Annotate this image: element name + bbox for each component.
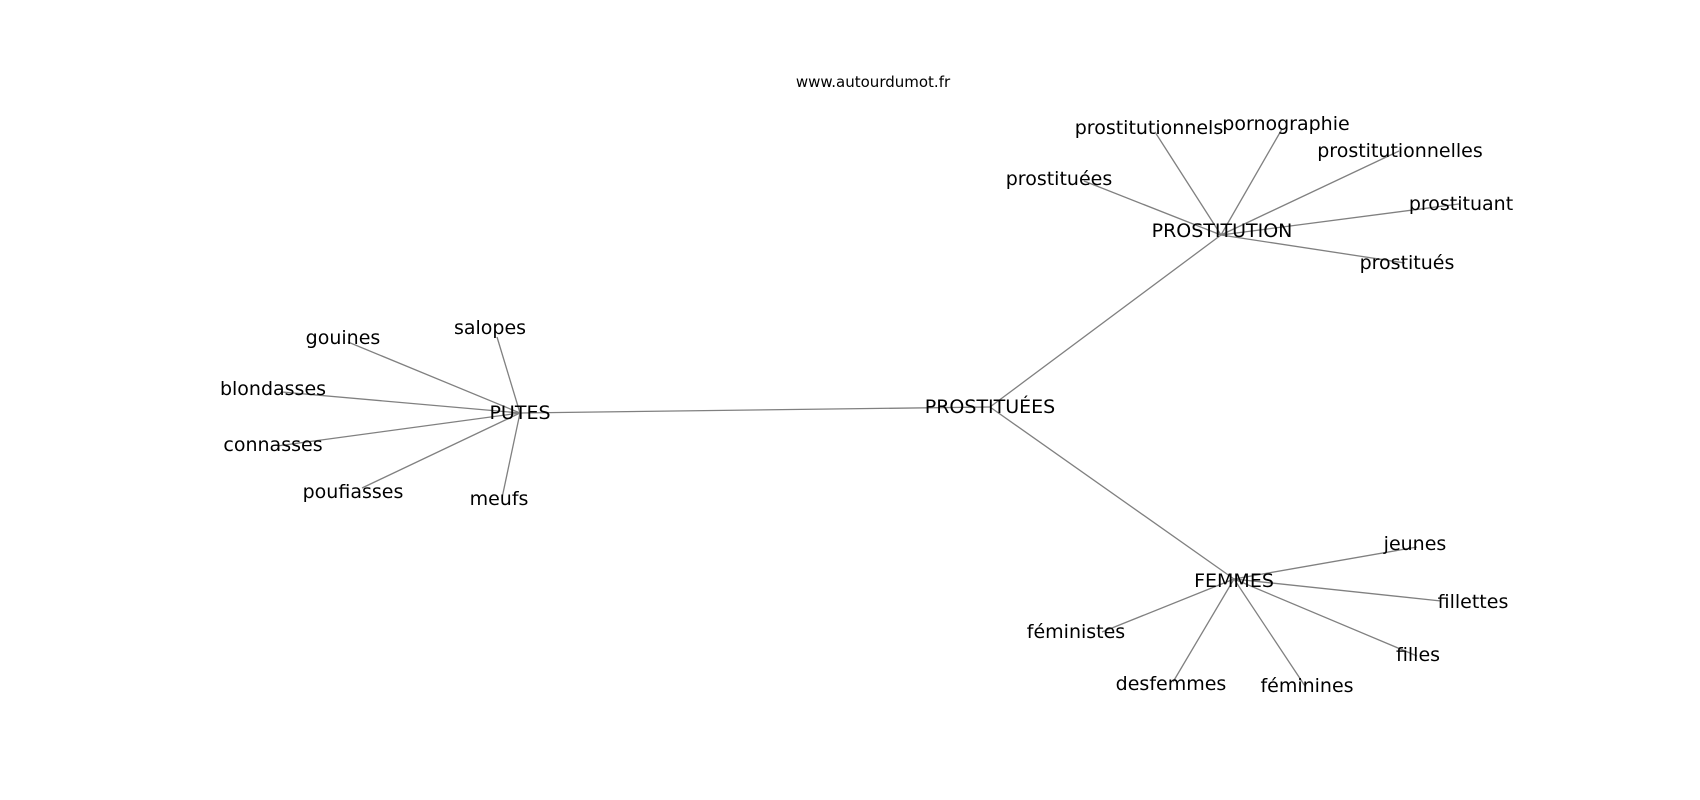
root-node-label: PROSTITUÉES [925, 395, 1055, 418]
edge-root-to-hub [519, 406, 991, 414]
leaf-node-label: connasses [223, 434, 322, 456]
edge-root-to-hub [989, 406, 1235, 580]
edge-hub-to-leaf [1220, 128, 1283, 236]
leaf-node-label: filles [1396, 644, 1440, 666]
edge-hub-to-leaf [1220, 203, 1460, 236]
leaf-node-label: prostituant [1409, 193, 1513, 215]
leaf-node-label: prostitués [1360, 252, 1455, 274]
site-watermark: www.autourdumot.fr [796, 73, 951, 91]
edge-hub-to-leaf [276, 412, 521, 447]
edge-hub-to-leaf [1083, 180, 1222, 236]
edge-hub-to-leaf [501, 412, 521, 499]
edge-root-to-hub [989, 234, 1222, 408]
edge-hub-to-leaf [281, 391, 521, 414]
leaf-node-label: féminines [1260, 675, 1353, 697]
graph-labels: PROSTITUÉES PUTES salopes gouines blondasses… [220, 113, 1513, 697]
leaf-node-label: fillettes [1438, 591, 1509, 613]
leaf-node-label: féministes [1027, 621, 1125, 643]
leaf-node-label: gouines [306, 327, 381, 349]
edge-hub-to-leaf [1101, 578, 1235, 633]
leaf-node-label: poufiasses [303, 481, 404, 503]
leaf-node-label: salopes [454, 317, 526, 339]
leaf-node-label: prostituées [1006, 168, 1112, 190]
edge-hub-to-leaf [1172, 578, 1235, 683]
edge-hub-to-leaf [1220, 234, 1406, 264]
edge-hub-to-leaf [1233, 578, 1306, 687]
edge-hub-to-leaf [1220, 150, 1400, 236]
leaf-node-label: jeunes [1383, 533, 1447, 555]
edge-hub-to-leaf [1154, 131, 1222, 236]
graph-edges [276, 128, 1460, 687]
edge-hub-to-leaf [361, 412, 521, 489]
leaf-node-label: meufs [470, 488, 529, 510]
leaf-node-label: prostitutionnelles [1317, 140, 1482, 162]
hub-node-label: FEMMES [1194, 570, 1274, 592]
leaf-node-label: pornographie [1222, 113, 1349, 135]
edge-hub-to-leaf [347, 341, 521, 414]
leaf-node-label: prostitutionnels [1075, 117, 1224, 139]
leaf-node-label: blondasses [220, 378, 326, 400]
edge-hub-to-leaf [1233, 546, 1418, 580]
edge-hub-to-leaf [496, 336, 521, 414]
hub-node-label: PUTES [489, 402, 550, 424]
edge-hub-to-leaf [1233, 578, 1418, 657]
leaf-node-label: desfemmes [1116, 673, 1227, 695]
hub-node-label: PROSTITUTION [1152, 220, 1293, 242]
edge-hub-to-leaf [1233, 578, 1442, 602]
